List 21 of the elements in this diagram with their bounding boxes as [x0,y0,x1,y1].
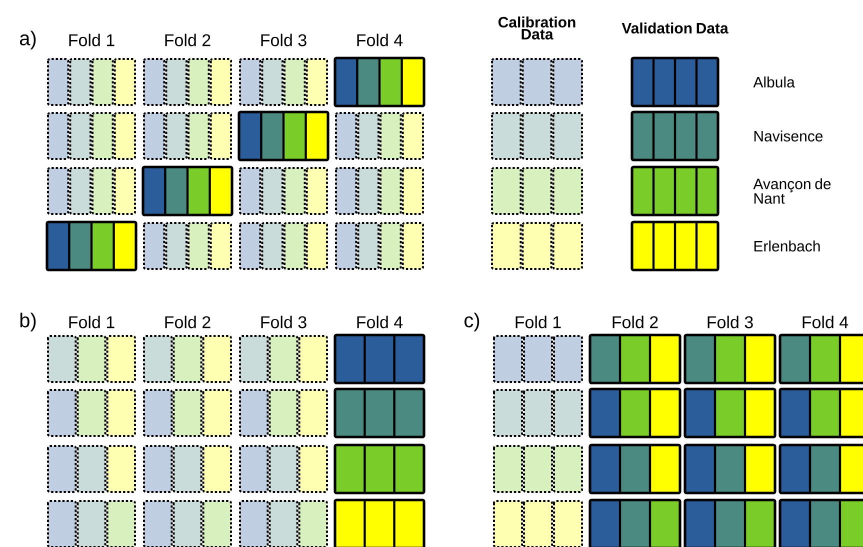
column-heading: Fold 4 [802,316,848,328]
column-heading: Calibration Data [498,16,576,40]
column-heading: Fold 1 [69,316,114,328]
legend-label: Navisence [754,130,823,142]
column-heading: Fold 1 [69,34,114,46]
column-heading: Fold 1 [516,316,561,328]
column-heading: Fold 3 [708,316,753,328]
legend-label: Albula [753,76,795,88]
column-heading: Fold 4 [357,34,403,46]
column-heading: Fold 2 [165,316,210,328]
panel-letter: c) [464,312,480,332]
column-heading: Fold 3 [261,316,306,328]
column-heading: Fold 2 [165,34,210,46]
panel-letter: a) [20,30,36,50]
column-heading: Fold 2 [612,316,658,328]
legend-label: Erlenbach [754,240,820,252]
column-heading: Fold 4 [357,316,403,328]
legend-label: Avançon de Nant [753,178,831,204]
column-heading: Validation Data [622,22,728,34]
column-heading: Fold 3 [261,34,306,46]
panel-letter: b) [20,312,36,332]
